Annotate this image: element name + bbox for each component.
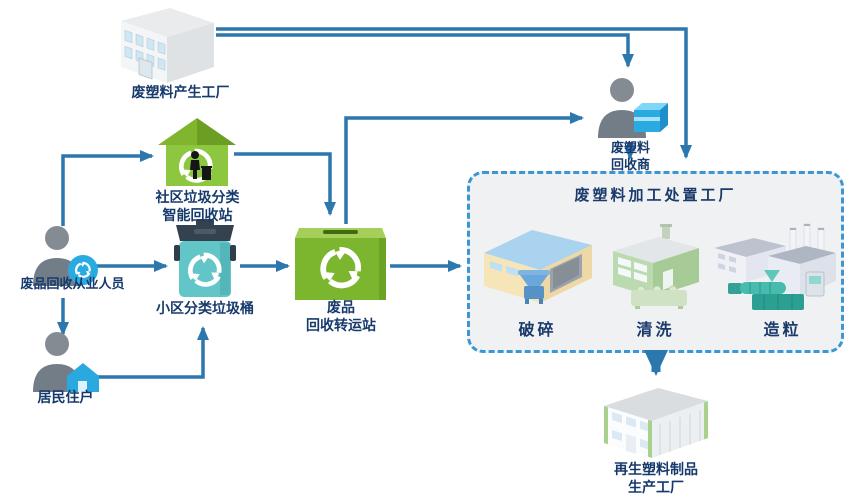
collector-icon (25, 224, 105, 288)
package-badge-icon (634, 103, 668, 132)
crusher-machine-icon (482, 223, 594, 305)
product-factory-icon (600, 384, 712, 462)
washer-label: 清洗 (636, 320, 675, 339)
source-factory-icon (115, 4, 220, 84)
recycler-label: 废塑料 回收商 (610, 141, 650, 173)
recycler-icon (590, 76, 670, 140)
community-station-label: 社区垃圾分类 智能回收站 (155, 190, 240, 225)
granulator-label: 造粒 (763, 320, 802, 339)
resident-icon (25, 330, 105, 394)
sorting-bin-label: 小区分类垃圾桶 (156, 301, 254, 317)
source-factory-label: 废塑料产生工厂 (131, 85, 230, 101)
recycle-badge-icon (68, 255, 98, 285)
person-with-bin-glyph (190, 151, 212, 180)
resident-label: 居民住户 (37, 390, 94, 406)
sorting-bin-icon (172, 219, 238, 299)
crusher-label: 破碎 (518, 320, 557, 339)
processing-plant-title: 废塑料加工处置工厂 (574, 186, 737, 204)
community-station-icon (158, 118, 236, 186)
transfer-box-label: 废品 回收转运站 (306, 300, 376, 335)
arrow-resident-to-bin (98, 326, 209, 379)
washer-machine-icon (607, 224, 707, 309)
granulator-machine-icon (712, 220, 838, 312)
house-badge-icon (67, 363, 99, 392)
arrow-factory-to-recycler (216, 33, 634, 68)
collector-label: 废品回收从业人员 (20, 277, 125, 292)
transfer-box-icon (293, 224, 388, 300)
product-factory-label: 再生塑料制品 生产工厂 (614, 462, 698, 497)
